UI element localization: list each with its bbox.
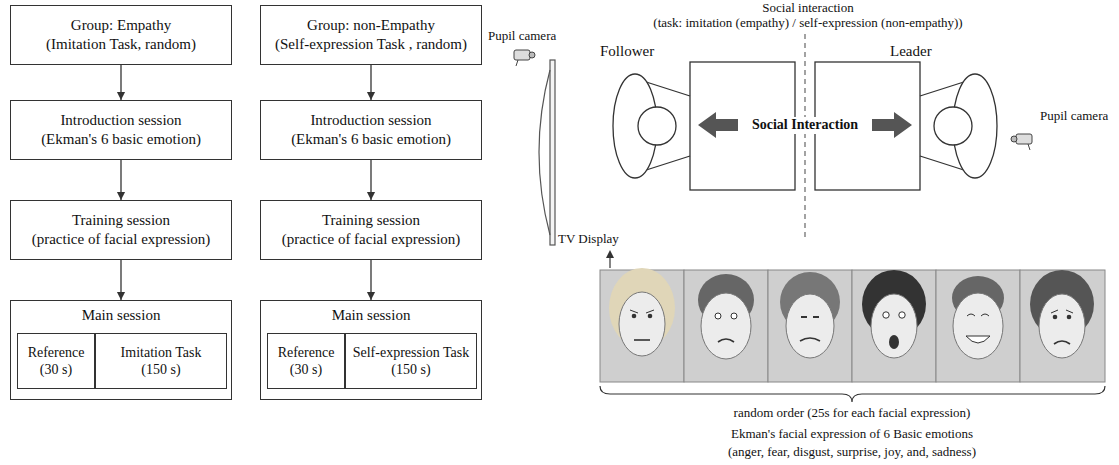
pointer-arrow [606,250,614,258]
person-top-view [920,74,997,178]
box-heading: Training session [267,211,475,230]
box-heading: Group: non-Empathy [267,16,475,35]
task-note: (task: imitation (empathy) / self-expres… [653,15,962,31]
role-label: Leader [890,42,932,60]
title-text: Social interaction [762,0,853,16]
camera-icon [514,50,535,66]
box-heading: Introduction session [267,111,475,130]
interaction-arrow [698,112,738,138]
arrow-head [117,92,125,100]
process-box: Group: Empathy(Imitation Task, random) [10,5,232,65]
task-box: Reference(30 s) [17,333,95,389]
tv-display [550,60,555,245]
caption-note: random order (25s for each facial expres… [734,405,971,421]
brace [600,386,1105,402]
box-subtext: (30 s) [21,361,91,379]
box-subtext: (Imitation Task, random) [17,35,225,54]
camera-label: Pupil camera [488,28,556,44]
box-heading: Imitation Task [99,344,223,362]
caption-note: Ekman's facial expression of 6 Basic emo… [731,426,973,442]
tv-stand [539,70,550,235]
caption-note: (anger, fear, disgust, surprise, joy, an… [728,444,976,460]
box-subtext: (Ekman's 6 basic emotion) [267,130,475,149]
box-subtext: (150 s) [99,361,223,379]
box-heading: Self-expression Task [349,344,473,362]
session-box: Main sessionReference(30 s)Self-expressi… [260,300,482,400]
arrow-head [367,192,375,200]
arrow-head [367,92,375,100]
box-heading: Reference [21,344,91,362]
arrow-head [117,292,125,300]
box-heading: Reference [271,344,341,362]
process-box: Training session(practice of facial expr… [10,200,232,260]
box-heading: Main session [17,306,225,325]
box-heading: Group: Empathy [17,16,225,35]
arrow-head [367,292,375,300]
person-top-view [613,74,690,178]
box-subtext: (150 s) [349,361,473,379]
session-box: Main sessionReference(30 s)Imitation Tas… [10,300,232,400]
box-subtext: (practice of facial expression) [267,230,475,249]
camera-label: Pupil camera [1040,108,1108,124]
process-box: Introduction session(Ekman's 6 basic emo… [10,100,232,160]
divider-line [804,34,805,240]
box-heading: Main session [267,306,475,325]
process-box: Group: non-Empathy(Self-expression Task … [260,5,482,65]
box-heading: Training session [17,211,225,230]
box-subtext: (30 s) [271,361,341,379]
box-subtext: (Self-expression Task , random) [267,35,475,54]
task-box: Self-expression Task(150 s) [345,333,477,389]
box-subtext: (practice of facial expression) [17,230,225,249]
process-box: Training session(practice of facial expr… [260,200,482,260]
role-label: Follower [600,42,654,60]
task-box: Reference(30 s) [267,333,345,389]
task-box: Imitation Task(150 s) [95,333,227,389]
arrow-head [117,192,125,200]
interaction-arrow [872,112,912,138]
interaction-label: Social Interaction [749,117,861,134]
process-box: Introduction session(Ekman's 6 basic emo… [260,100,482,160]
display-label: TV Display [558,231,619,247]
camera-icon [1011,134,1032,150]
box-subtext: (Ekman's 6 basic emotion) [17,130,225,149]
face-photo-strip [600,268,1105,382]
box-heading: Introduction session [17,111,225,130]
